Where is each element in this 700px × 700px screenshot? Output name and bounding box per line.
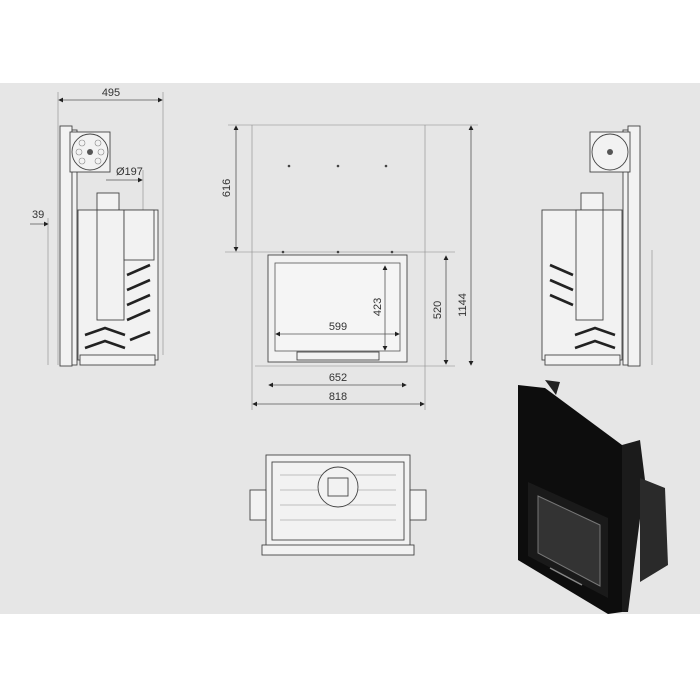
depth-dimension-label: 495 bbox=[102, 87, 120, 99]
flue-diameter-label: Ø197 bbox=[116, 166, 143, 178]
upper-panel-height-label: 616 bbox=[221, 179, 233, 197]
frame-offset-label: 39 bbox=[32, 209, 44, 221]
top-view bbox=[249, 454, 427, 556]
right-side-view bbox=[541, 125, 653, 367]
total-width-label: 818 bbox=[329, 391, 347, 403]
front-view: 616 423 599 520 1144 652 818 bbox=[221, 124, 478, 410]
isometric-render bbox=[518, 380, 668, 614]
front-width-label: 652 bbox=[329, 372, 347, 384]
front-height-label: 520 bbox=[432, 301, 444, 319]
glass-width-label: 599 bbox=[329, 321, 347, 333]
total-height-label: 1144 bbox=[457, 293, 469, 317]
left-side-view: 495 Ø197 39 bbox=[30, 87, 164, 367]
glass-height-label: 423 bbox=[372, 298, 384, 316]
